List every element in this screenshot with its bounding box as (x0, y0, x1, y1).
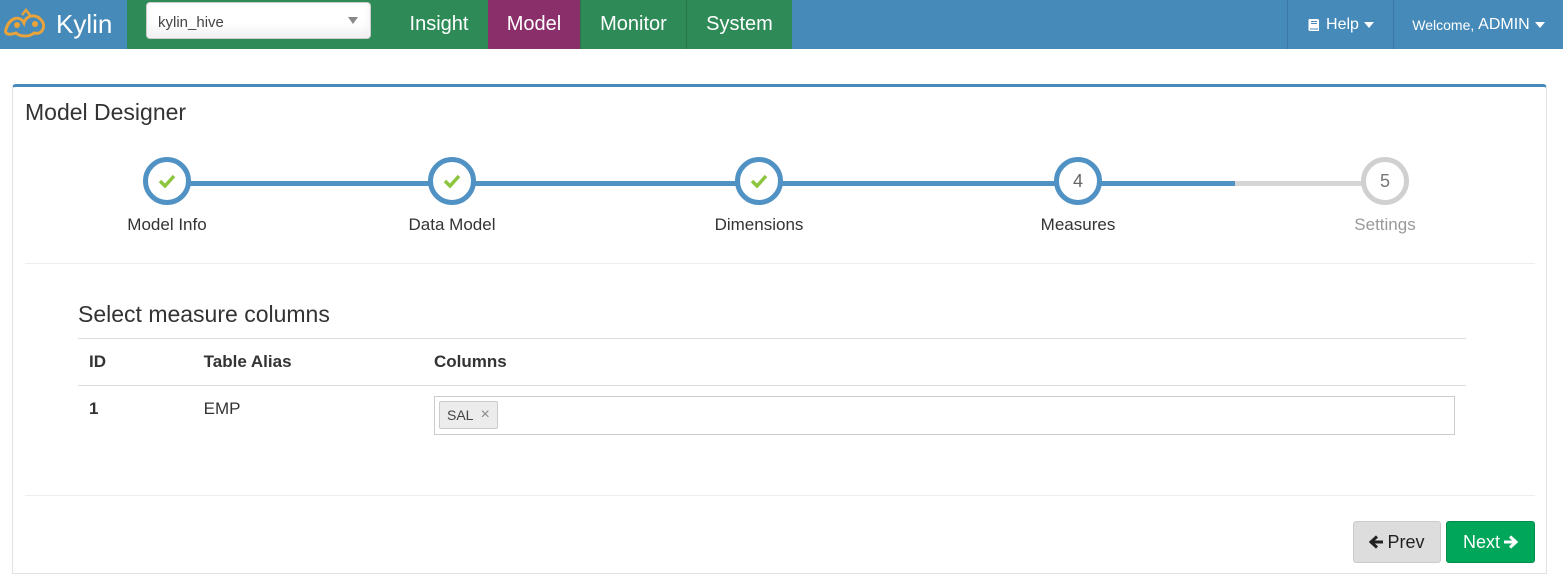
wizard-remaining-line (1235, 181, 1385, 186)
project-selector-container: kylin_hive (127, 0, 390, 49)
wizard-step-number: 5 (1379, 170, 1390, 191)
wizard-step-measures[interactable]: 4 (1054, 157, 1102, 205)
column-header-table-alias: Table Alias (203, 352, 292, 371)
wizard-step-number: 4 (1072, 170, 1083, 191)
next-label: Next (1462, 531, 1500, 552)
prev-label: Prev (1387, 531, 1425, 552)
prev-button[interactable]: Prev (1353, 521, 1441, 563)
model-designer-panel: Model Designer Model Info Data Model Dim… (12, 84, 1547, 574)
nav-item-monitor[interactable]: Monitor (580, 0, 686, 49)
brand-name: Kylin (56, 9, 113, 39)
row-id: 1 (89, 399, 99, 418)
nav-item-system[interactable]: System (686, 0, 792, 49)
wizard-progress-line (169, 181, 1235, 186)
wizard-step-label: Dimensions (714, 215, 804, 234)
wizard-step-data-model[interactable] (428, 157, 476, 205)
divider (25, 495, 1535, 496)
wizard-step-label: Measures (1040, 215, 1116, 234)
project-select[interactable]: kylin_hive (146, 2, 371, 39)
kylin-logo-icon (4, 7, 46, 37)
caret-down-icon (1363, 21, 1374, 28)
project-select-value: kylin_hive (158, 14, 224, 31)
table-row: 1 EMP SAL × (78, 386, 1466, 444)
top-navbar: Kylin kylin_hive Insight Model Monitor S… (0, 0, 1563, 49)
column-header-id: ID (89, 352, 106, 371)
columns-multiselect[interactable]: SAL × (434, 396, 1455, 435)
next-button[interactable]: Next (1446, 521, 1535, 563)
wizard-step-label: Settings (1354, 215, 1416, 234)
wizard-step-dimensions[interactable] (735, 157, 783, 205)
wizard-step-label: Model Info (127, 215, 207, 234)
help-label: Help (1326, 15, 1359, 33)
welcome-user: ADMIN (1478, 15, 1530, 33)
divider (25, 263, 1535, 264)
row-table-alias: EMP (203, 399, 241, 418)
chevron-down-icon (348, 17, 358, 24)
check-icon (443, 174, 461, 188)
table-header-row: ID Table Alias Columns (78, 338, 1466, 386)
wizard-steps: Model Info Data Model Dimensions 4 Measu… (13, 87, 1548, 267)
help-dropdown[interactable]: Help (1287, 0, 1393, 49)
measures-table: ID Table Alias Columns 1 EMP SAL × (78, 338, 1466, 444)
wizard-step-label: Data Model (408, 215, 496, 234)
brand[interactable]: Kylin (0, 0, 127, 49)
remove-tag-icon[interactable]: × (480, 406, 490, 423)
nav-item-model[interactable]: Model (488, 0, 580, 49)
book-icon (1308, 18, 1320, 31)
page-title: Model Designer (25, 99, 187, 125)
caret-down-icon (1534, 21, 1545, 28)
wizard-step-settings[interactable]: 5 (1361, 157, 1409, 205)
arrow-left-icon (1369, 535, 1384, 549)
row-columns-cell: SAL × (423, 386, 1466, 444)
check-icon (158, 174, 176, 188)
section-title: Select measure columns (78, 301, 330, 327)
column-tag-label: SAL (447, 407, 474, 423)
wizard-step-model-info[interactable] (143, 157, 191, 205)
user-dropdown[interactable]: Welcome, ADMIN (1393, 0, 1563, 49)
welcome-prefix: Welcome, (1412, 16, 1475, 33)
column-tag[interactable]: SAL × (439, 401, 498, 429)
check-icon (750, 174, 768, 188)
column-header-columns: Columns (434, 352, 507, 371)
nav-item-insight[interactable]: Insight (390, 0, 488, 49)
arrow-right-icon (1504, 535, 1518, 549)
